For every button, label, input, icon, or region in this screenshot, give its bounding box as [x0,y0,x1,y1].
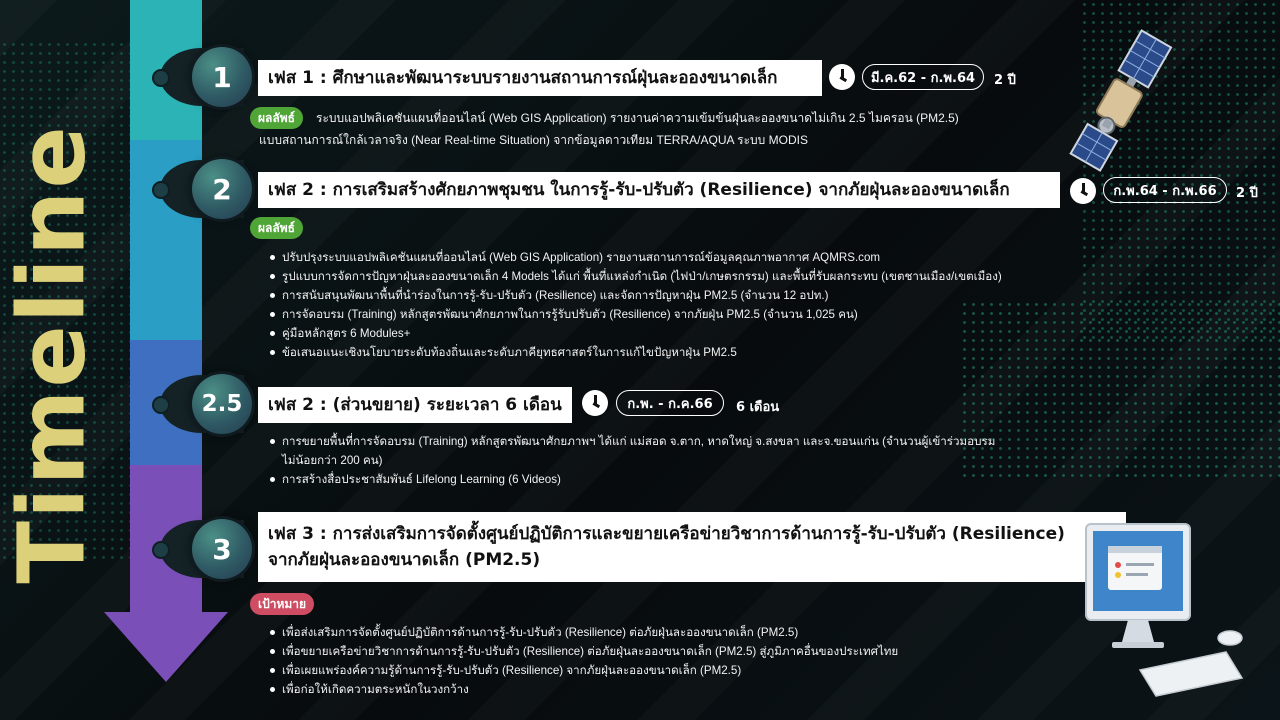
list-item: การจัดอบรม (Training) หลักสูตรพัฒนาศักยภ… [268,305,1002,324]
clock-icon [829,64,855,90]
phase-3-bullet-list: เพื่อส่งเสริมการจัดตั้งศูนย์ปฏิบัติการด้… [268,623,898,699]
computer-icon [1085,523,1244,697]
phase-2-5-title: เฟส 2 : (ส่วนขยาย) ระยะเวลา 6 เดือน [258,387,572,423]
list-item: การสนับสนุนพัฒนาพื้นที่นำร่องในการรู้-รั… [268,286,1002,305]
dot-pattern-left [0,40,140,560]
list-item: เพื่อส่งเสริมการจัดตั้งศูนย์ปฏิบัติการด้… [268,623,898,642]
phase-3-title-line-2: จากภัยฝุ่นละอองขนาดเล็ก (PM2.5) [268,550,541,570]
phase-2-bullet-list: ปรับปรุงระบบแอปพลิเคชันแผนที่ออนไลน์ (We… [268,248,1002,362]
phase-2-date: ก.พ.64 - ก.พ.66 [1103,177,1227,203]
list-item: เพื่อเผยแพร่องค์ความรู้ด้านการรู้-รับ-ปร… [268,661,898,680]
phase-1-number: 1 [192,47,252,107]
phase-3-title-line-1: เฟส 3 : การส่งเสริมการจัดตั้งศูนย์ปฏิบัต… [268,523,1065,544]
clock-icon [582,390,608,416]
phase-3-number: 3 [192,519,252,579]
list-item: เพื่อก่อให้เกิดความตระหนักในวงกว้าง [268,680,898,699]
satellite-icon [1069,29,1173,172]
timeline-title: Timeline [0,124,106,584]
phase-1-dot [152,69,170,87]
phase-2-5-duration: 6 เดือน [736,400,780,415]
phase-2-5-bullet-list: การขยายพื้นที่การจัดอบรม (Training) หลัก… [268,432,1088,489]
phase-2-5-dot [152,396,170,414]
phase-2-5-number: 2.5 [192,374,252,434]
phase-3-goal-tag: เป้าหมาย [250,593,315,615]
phase-3-dot [152,541,170,559]
list-item: การสร้างสื่อประชาสัมพันธ์ Lifelong Learn… [268,470,1088,489]
phase-1-text-1: ระบบแอปพลิเคชันแผนที่ออนไลน์ (Web GIS Ap… [316,111,959,125]
phase-2-title: เฟส 2 : การเสริมสร้างศักยภาพชุมชน ในการร… [258,172,1060,208]
phase-2-duration: 2 ปี [1236,186,1258,201]
phase-2-number: 2 [192,159,252,219]
list-item: คู่มือหลักสูตร 6 Modules+ [268,324,1002,343]
list-item: การขยายพื้นที่การจัดอบรม (Training) หลัก… [268,432,1088,470]
phase-1-title: เฟส 1 : ศึกษาและพัฒนาระบบรายงานสถานการณ์… [258,60,822,96]
phase-1-duration: 2 ปี [994,73,1016,88]
dot-pattern-right-top [1080,0,1280,340]
list-item: ปรับปรุงระบบแอปพลิเคชันแผนที่ออนไลน์ (We… [268,248,1002,267]
list-item: ข้อเสนอแนะเชิงนโยบายระดับท้องถิ่นและระดั… [268,343,1002,362]
list-item: เพื่อขยายเครือข่ายวิชาการด้านการรู้-รับ-… [268,642,898,661]
phase-2-5-date: ก.พ. - ก.ค.66 [616,390,724,416]
list-item: รูปแบบการจัดการปัญหาฝุ่นละอองขนาดเล็ก 4 … [268,267,1002,286]
phase-3-title: เฟส 3 : การส่งเสริมการจัดตั้งศูนย์ปฏิบัต… [258,512,1126,582]
timeline-arrow-head [104,612,228,682]
phase-2-dot [152,181,170,199]
phase-1-date: มี.ค.62 - ก.พ.64 [862,64,984,90]
list-item-text-continued: ไม่น้อยกว่า 200 คน) [282,454,383,467]
clock-icon [1070,178,1096,204]
phase-2-result-tag: ผลลัพธ์ [250,217,303,239]
list-item-text: การขยายพื้นที่การจัดอบรม (Training) หลัก… [282,435,996,448]
phase-1-text-2: แบบสถานการณ์ใกล้เวลาจริง (Near Real-time… [259,133,808,147]
dot-pattern-right-mid [960,300,1280,480]
phase-1-result-tag: ผลลัพธ์ [250,107,303,129]
